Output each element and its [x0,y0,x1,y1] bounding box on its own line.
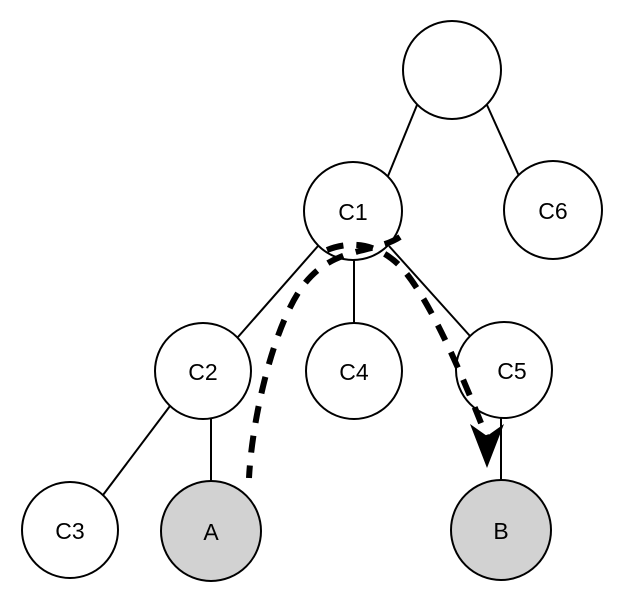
node-c1[interactable] [303,161,403,261]
node-a[interactable] [160,480,262,582]
edge-root-c1 [387,104,418,177]
edge-root-c6 [486,104,520,177]
dashed-pointers [246,234,504,479]
edge-c2-c3 [102,405,171,496]
node-c3[interactable] [21,481,119,579]
node-root[interactable] [402,20,502,120]
edge-c1-c2 [237,245,319,338]
tree-edges [102,104,520,496]
node-c5[interactable] [455,321,553,419]
node-c6[interactable] [503,160,603,260]
tree-nodes [21,20,603,582]
dashed-pointer-to-b [325,241,490,440]
edge-c1-c5 [388,245,471,337]
node-c2[interactable] [154,322,252,420]
node-c4[interactable] [305,322,403,420]
arrowhead-to-b [470,424,504,468]
node-b[interactable] [450,479,552,581]
